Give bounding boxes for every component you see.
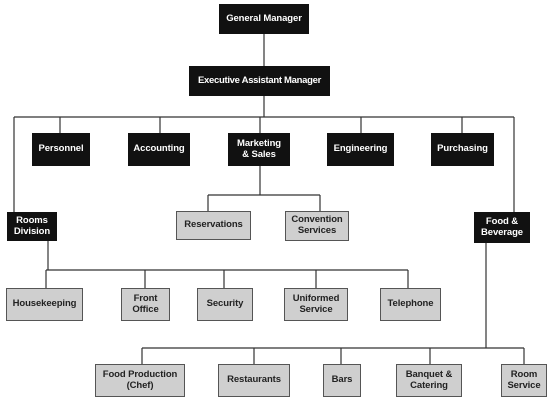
front-office-box: Front Office [121, 288, 170, 321]
rooms-division-box: Rooms Division [7, 212, 57, 241]
housekeeping-box: Housekeeping [6, 288, 83, 321]
security-box: Security [197, 288, 253, 321]
engineering-box: Engineering [327, 133, 394, 166]
executive-assistant-manager-box: Executive Assistant Manager [189, 66, 330, 96]
bars-box: Bars [323, 364, 361, 397]
food-beverage-box: Food & Beverage [474, 212, 530, 243]
restaurants-box: Restaurants [218, 364, 290, 397]
personnel-box: Personnel [32, 133, 90, 166]
marketing-sales-box: Marketing & Sales [228, 133, 290, 166]
convention-services-box: Convention Services [285, 211, 349, 241]
banquet-catering-box: Banquet & Catering [396, 364, 462, 397]
uniformed-service-box: Uniformed Service [284, 288, 348, 321]
purchasing-box: Purchasing [431, 133, 494, 166]
food-production-box: Food Production (Chef) [95, 364, 185, 397]
reservations-box: Reservations [176, 211, 251, 240]
telephone-box: Telephone [380, 288, 441, 321]
accounting-box: Accounting [128, 133, 190, 166]
room-service-box: Room Service [501, 364, 547, 397]
general-manager-box: General Manager [219, 4, 309, 34]
